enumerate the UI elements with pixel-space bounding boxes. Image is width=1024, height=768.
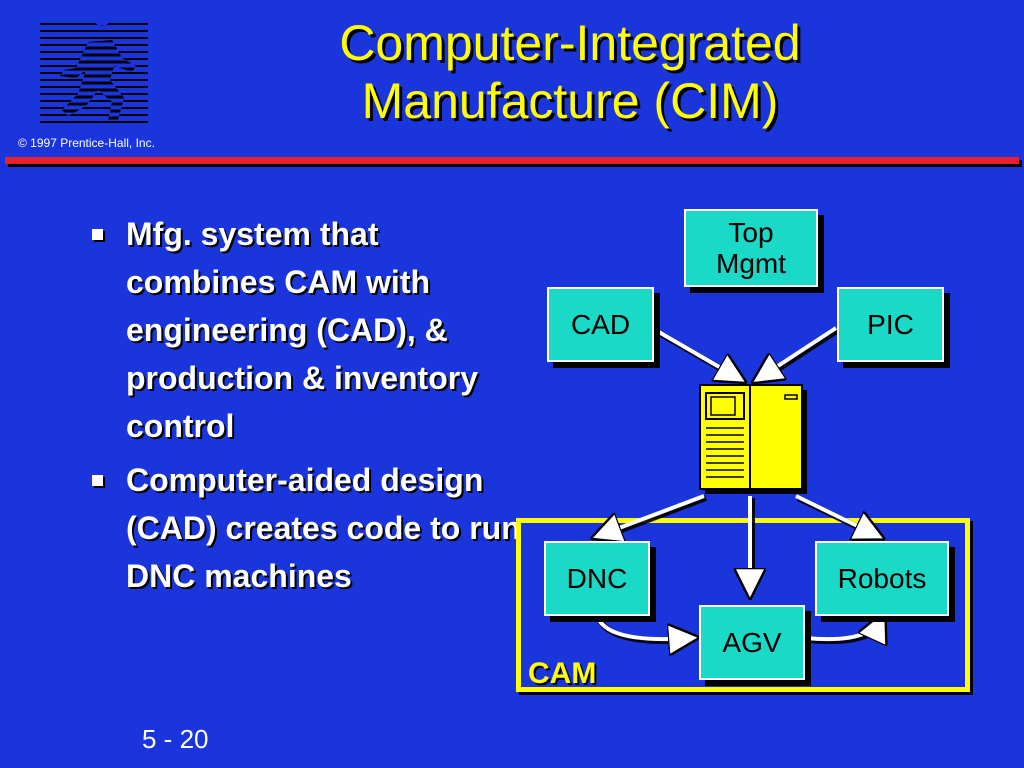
slide-title: Computer-Integrated Manufacture (CIM) [240, 14, 900, 130]
robots-box: Robots [815, 541, 949, 616]
prentice-hall-logo [40, 20, 148, 123]
bullet-item: Mfg. system that combines CAM with engin… [92, 210, 522, 450]
bullet-text: Computer-aided design (CAD) creates code… [126, 462, 521, 594]
bullet-item: Computer-aided design (CAD) creates code… [92, 456, 522, 600]
bullet-text: Mfg. system that combines CAM with engin… [126, 216, 478, 444]
copyright-text: © 1997 Prentice-Hall, Inc. [18, 136, 155, 150]
agv-to-robots-arrow [805, 618, 882, 639]
top-mgmt-box: Top Mgmt [684, 209, 818, 287]
dnc-to-agv-arrow [596, 616, 692, 639]
agv-box: AGV [699, 605, 805, 680]
pic-box: PIC [837, 287, 944, 362]
title-line-1: Computer-Integrated [339, 15, 801, 71]
agv-label: AGV [722, 627, 782, 658]
cam-label: CAM [528, 657, 597, 690]
title-divider [5, 157, 1019, 164]
top-mgmt-label-line1: Top [728, 217, 774, 248]
computer-icon [699, 384, 807, 494]
dnc-box: DNC [544, 541, 650, 616]
cam-frame [516, 518, 970, 692]
page-number: 5 - 20 [142, 724, 209, 754]
pic-to-computer-arrow [758, 326, 838, 379]
computer-to-robots-arrow [795, 494, 878, 536]
square-bullet-icon [92, 475, 103, 486]
square-bullet-icon [92, 229, 103, 240]
pic-label: PIC [867, 309, 914, 340]
top-mgmt-label-line2: Mgmt [716, 248, 786, 279]
cad-to-computer-arrow [650, 326, 740, 379]
dnc-label: DNC [566, 563, 628, 594]
bullet-list: Mfg. system that combines CAM with engin… [92, 210, 522, 606]
robots-label: Robots [837, 563, 927, 594]
computer-to-dnc-arrow [598, 494, 705, 536]
title-line-2: Manufacture (CIM) [361, 73, 779, 129]
cad-label: CAD [570, 309, 631, 340]
cad-box: CAD [547, 287, 654, 362]
